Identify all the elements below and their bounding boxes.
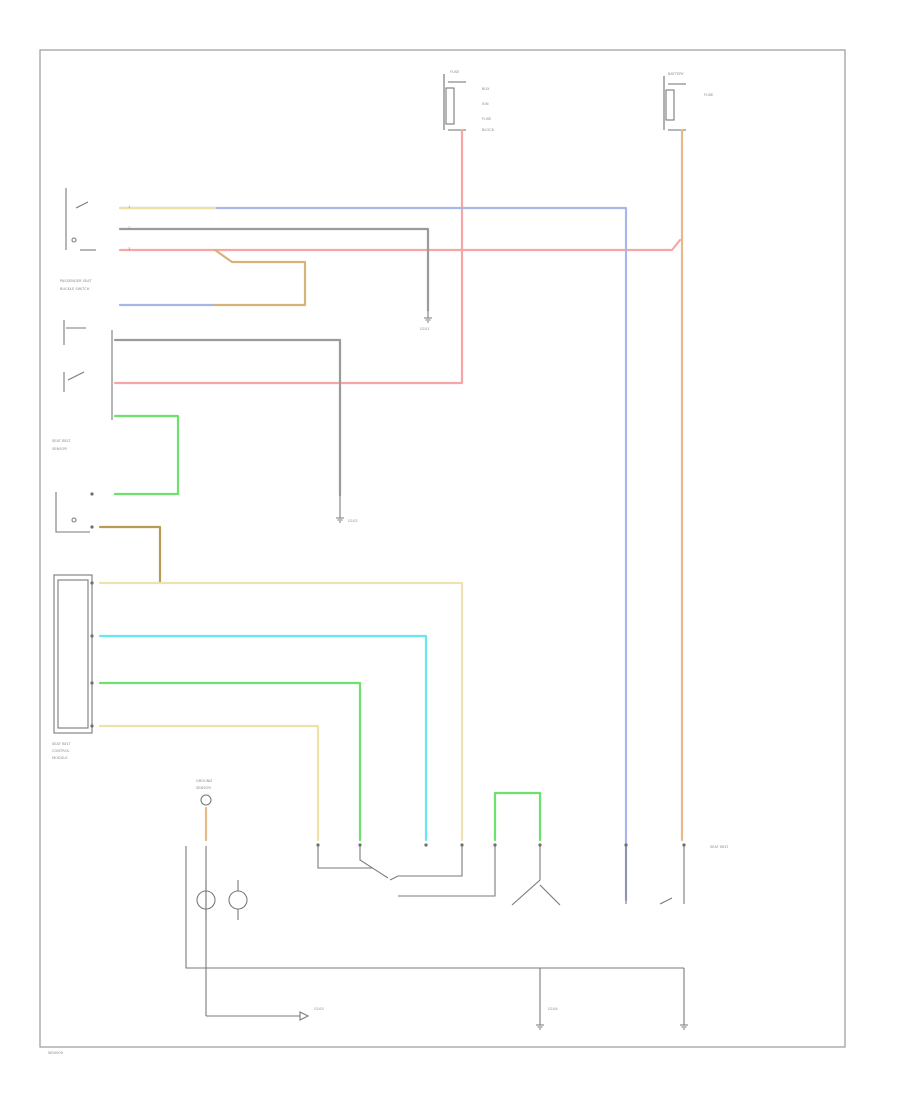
svg-text:2: 2 — [128, 226, 130, 230]
switch-block-mid-left — [63, 320, 113, 420]
fuse-block-top-right-title: BATTERY — [668, 72, 685, 76]
right-caption: SEAT BELT — [710, 845, 729, 849]
svg-text:SEAT BELT: SEAT BELT — [52, 439, 71, 443]
seat-belt-control-module: SEAT BELT CONTROL MODULE — [52, 574, 94, 760]
wire-tan-loop — [213, 248, 307, 307]
wire-green-arch — [493, 791, 542, 842]
svg-text:G101: G101 — [420, 327, 430, 331]
wire-blue-row — [118, 206, 628, 902]
fuse-block-top-right-label: FUSE — [704, 93, 714, 97]
ground-mid-1: G101 — [420, 310, 432, 331]
svg-text:GROUND: GROUND — [196, 779, 212, 783]
svg-text:SENSOR: SENSOR — [196, 786, 211, 790]
wire-gray-row — [118, 227, 430, 312]
wire-cyan-row — [98, 634, 428, 842]
svg-text:3: 3 — [128, 247, 130, 251]
svg-text:BUCKLE SWITCH: BUCKLE SWITCH — [60, 287, 90, 291]
svg-text:PASSENGER SEAT: PASSENGER SEAT — [60, 279, 92, 283]
buckle-switch-lower — [55, 492, 94, 533]
diagram-code: W00009 — [48, 1051, 64, 1055]
svg-text:SENSOR: SENSOR — [52, 447, 67, 451]
svg-text:G102: G102 — [348, 519, 358, 523]
ignition-switch — [316, 843, 464, 881]
fuse-block-top-center: FUSE BOX IGN FUSE BLOCK — [443, 70, 495, 132]
fuse-block-top-center-title: FUSE — [450, 70, 460, 74]
fuse-label-4: BLOCK — [482, 128, 495, 132]
fuse-label-3: FUSE — [482, 117, 492, 121]
module-label-1: SEAT BELT — [52, 742, 71, 746]
buckle-switch-bottom — [398, 843, 561, 906]
fuse-block-top-right: BATTERY FUSE — [663, 72, 714, 131]
fuse-label-1: BOX — [482, 87, 490, 91]
wire-green-row — [98, 681, 362, 842]
component-seatbelt-label: SEAT BELT SENSOR — [52, 439, 71, 451]
fuse-label-2: IGN — [482, 102, 489, 106]
ground-bottom-left: G103 — [205, 968, 324, 1021]
ground-bottom-mid: G104 — [536, 968, 558, 1030]
wire-olive-short — [98, 525, 162, 585]
svg-text:1: 1 — [128, 205, 130, 209]
module-label-3: MODULE — [52, 756, 68, 760]
sensor-lamp: GROUND SENSOR — [185, 779, 684, 969]
wire-yellow-row — [98, 724, 320, 842]
component-passenger-label: PASSENGER SEAT BUCKLE SWITCH — [60, 279, 92, 291]
wire-lightyellow-row — [98, 581, 464, 842]
wire-green-loop — [113, 414, 180, 496]
switch-block-top-left: 1 2 3 — [65, 188, 130, 251]
module-label-2: CONTROL — [52, 749, 70, 753]
ground-bottom-right — [680, 968, 688, 1030]
right-switch: SEAT BELT — [624, 843, 729, 905]
ground-mid-2: G102 — [336, 495, 358, 523]
wire-red-ignition — [113, 128, 464, 385]
diagram-border — [39, 49, 846, 1048]
wire-black-row — [113, 338, 342, 497]
svg-text:G103: G103 — [314, 1007, 324, 1011]
svg-text:G104: G104 — [548, 1007, 558, 1011]
wire-red-battery-feed — [118, 238, 682, 252]
